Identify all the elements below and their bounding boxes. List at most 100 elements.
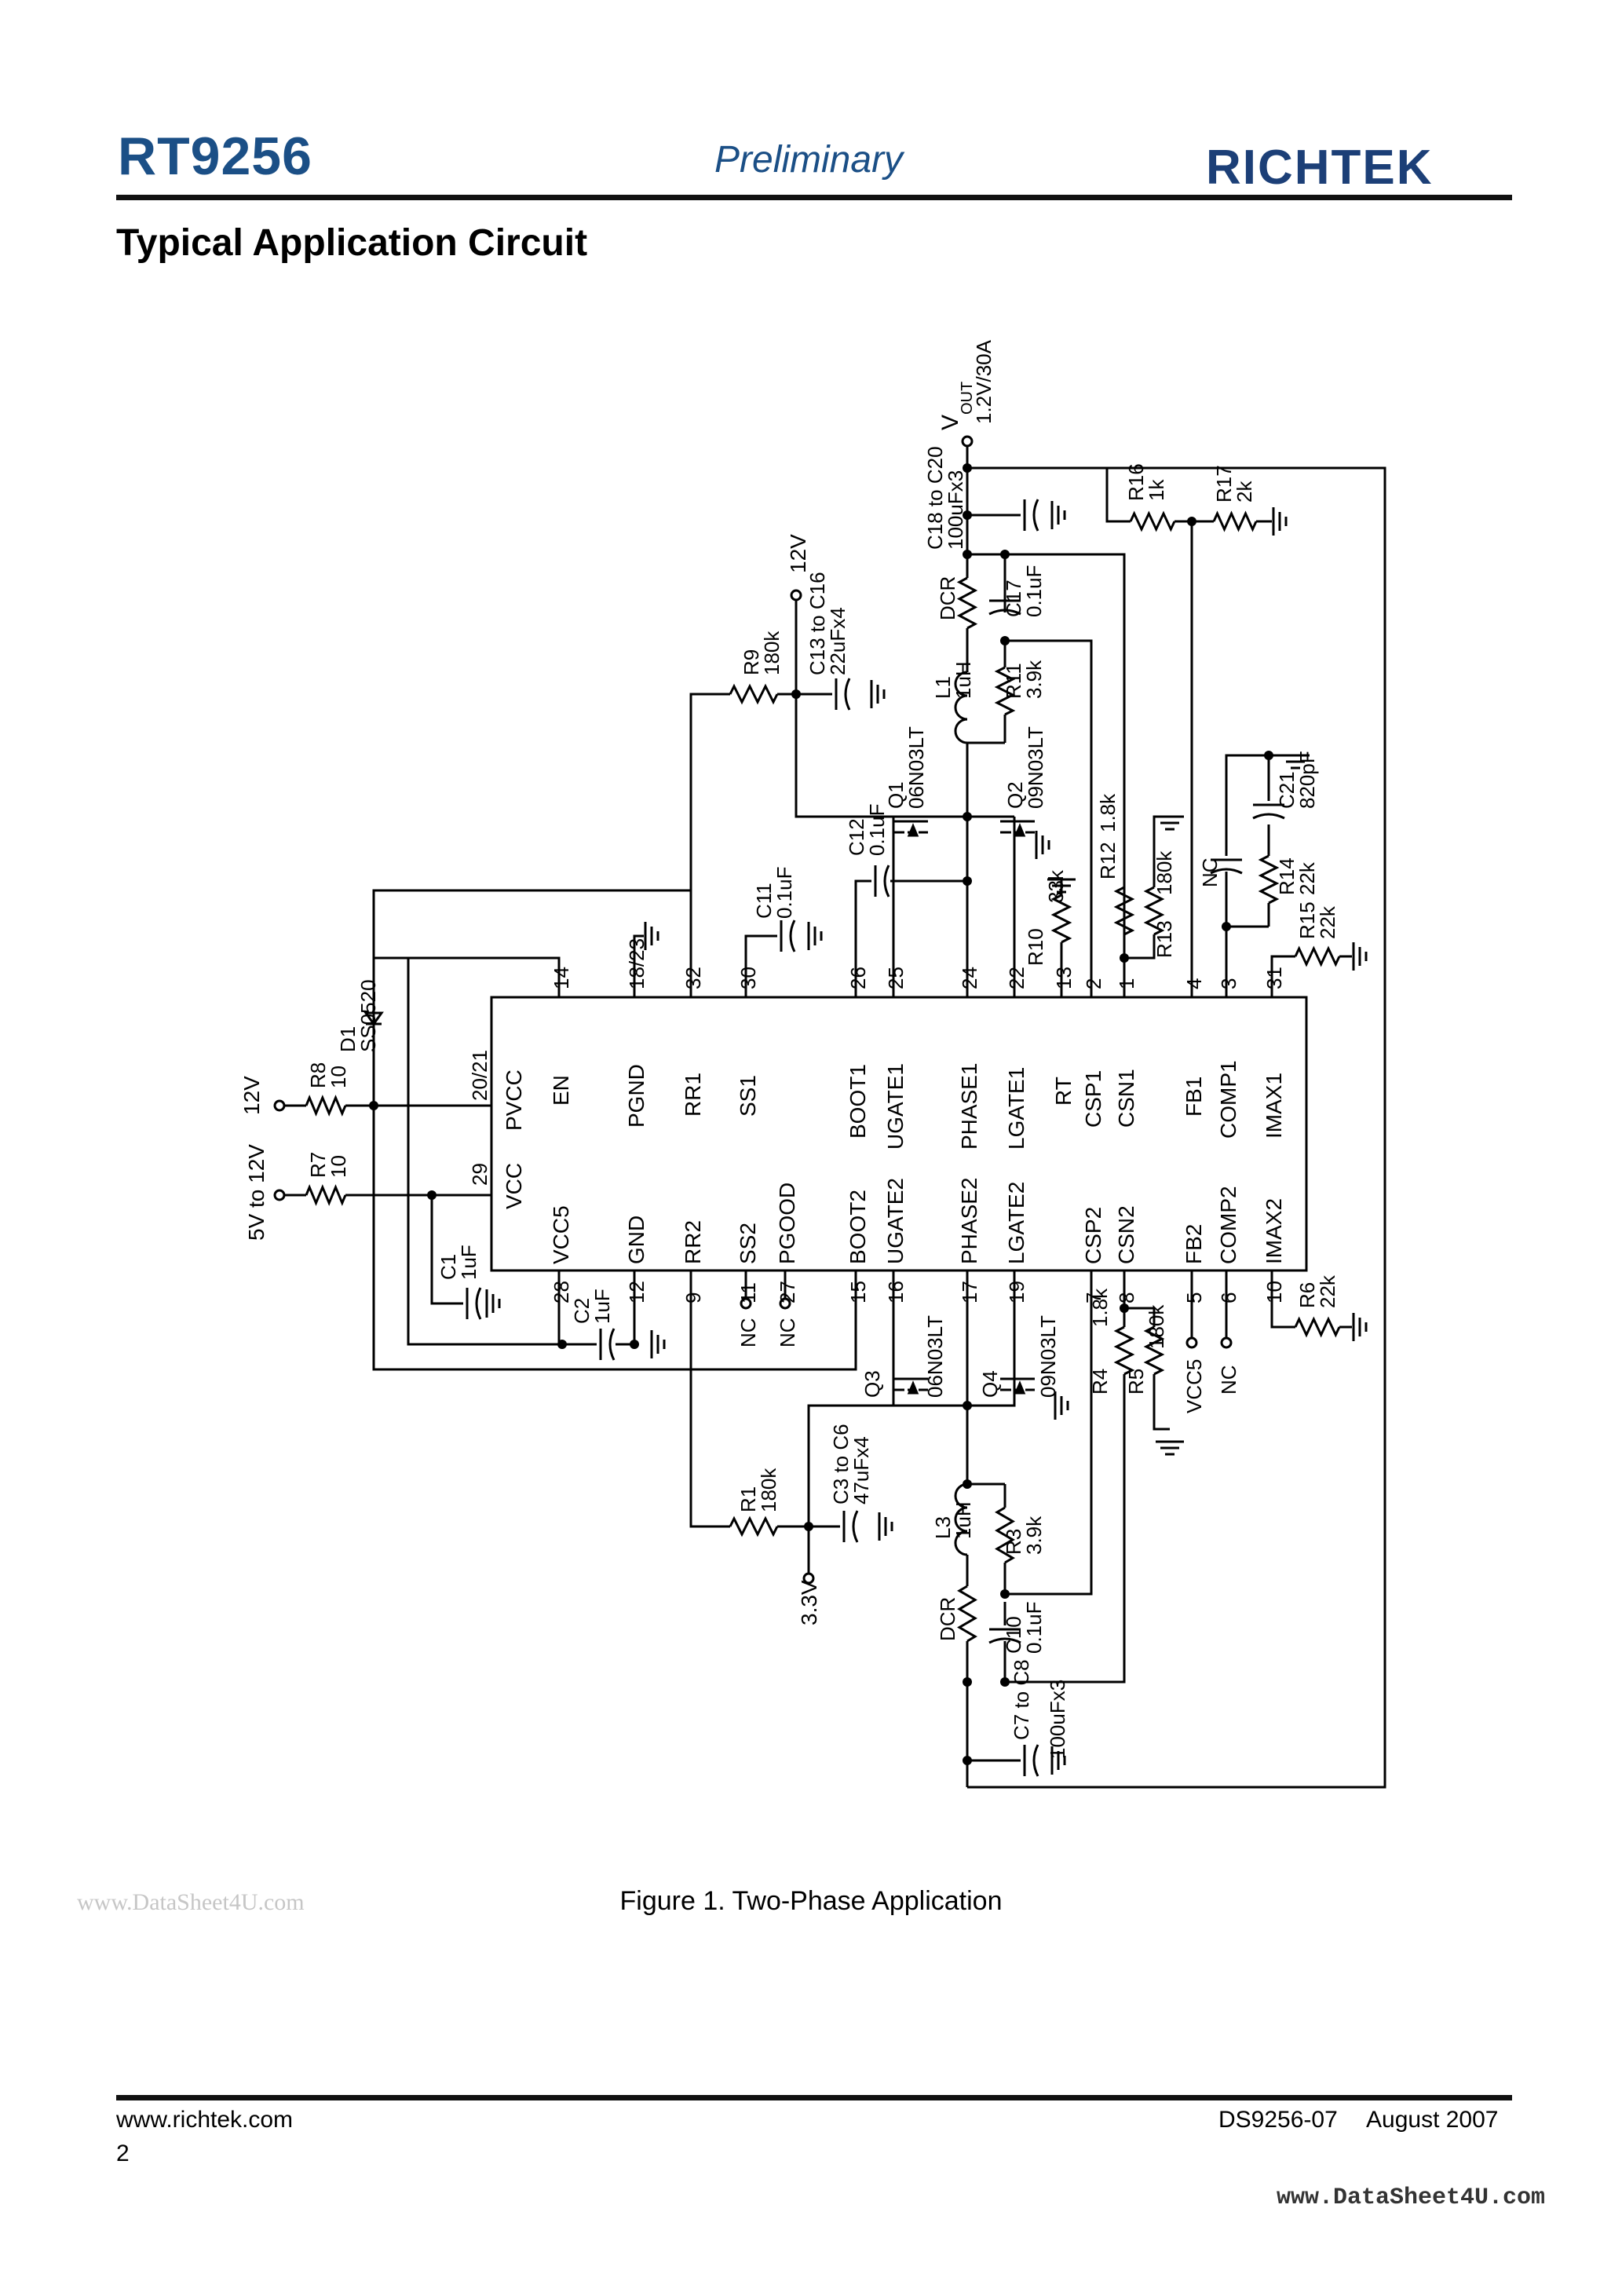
part-ref: DCR [936, 1597, 959, 1641]
pin-name-top: RR1 [681, 1073, 705, 1117]
pin-number-bottom: 8 [1115, 1292, 1138, 1303]
wire [795, 600, 893, 818]
wire [854, 879, 871, 997]
part-ref: NC [736, 1318, 760, 1347]
pin-number-top: 2 [1082, 978, 1105, 989]
mosfet-arrow [1014, 1380, 1026, 1395]
wire [689, 693, 730, 997]
capacitor-plate [1032, 499, 1039, 532]
part-ref: R1 [736, 1486, 760, 1512]
part-ref: C2 [570, 1298, 594, 1324]
pin-number-bottom: 28 [550, 1281, 573, 1303]
pin-number-bottom: 9 [681, 1292, 705, 1303]
part-value: 3.9k [1022, 1515, 1046, 1555]
part-ref: C10 [1002, 1616, 1025, 1654]
part-value: 180k [1153, 850, 1176, 895]
section-title: Typical Application Circuit [116, 222, 588, 264]
pin-name-top: BOOT1 [846, 1064, 870, 1139]
pin-name-top: PHASE1 [957, 1063, 981, 1150]
part-ref: R8 [306, 1062, 330, 1088]
part-value: 1uF [590, 1289, 614, 1324]
terminal [1220, 1336, 1233, 1349]
part-ref: R9 [740, 649, 763, 675]
junction-dot [963, 1677, 972, 1687]
junction-dot [630, 1340, 639, 1349]
part-ref: R17 [1212, 465, 1236, 503]
part-ref: Q3 [860, 1370, 884, 1398]
wire [893, 1270, 1016, 1407]
wire [1005, 1374, 1126, 1684]
resistor [957, 1585, 977, 1643]
part-ref: R11 [1002, 663, 1025, 699]
pin-name-top: SS1 [736, 1075, 760, 1117]
resistor [1294, 1316, 1341, 1338]
junction-dot [1120, 953, 1129, 963]
terminal [273, 1099, 286, 1112]
part-ref: L1 [931, 676, 955, 699]
part-value: 820pF [1295, 751, 1319, 809]
part-ref: C18 to C20 [923, 446, 947, 550]
resistor [1113, 886, 1135, 936]
part-value: 0.1uF [1022, 1602, 1046, 1654]
pin-name-top: UGATE1 [883, 1063, 908, 1150]
part-value: 09N03LT [1036, 1315, 1060, 1398]
header-rule [116, 195, 1512, 200]
part-ref: R16 [1124, 463, 1148, 501]
pin-number-bottom: 17 [958, 1281, 981, 1303]
part-value: 1uH [952, 661, 975, 699]
pin-name-bottom: RR2 [681, 1220, 705, 1264]
part-ref: NC [1198, 857, 1222, 887]
pin-number-bottom: 16 [884, 1281, 908, 1303]
resistor [1258, 854, 1280, 905]
pin-number-bottom: 12 [625, 1281, 648, 1303]
wire [1270, 1270, 1295, 1329]
resistor [305, 1184, 347, 1206]
pin-name-bottom: PHASE2 [957, 1178, 981, 1265]
pin-number-top: 30 [736, 967, 760, 989]
vout-sub: OUT [959, 382, 976, 415]
part-value: 180k [760, 631, 784, 675]
pin-name-top: RT [1051, 1077, 1076, 1106]
capacitor-plate [608, 1328, 616, 1361]
pin-name-top: LGATE1 [1004, 1067, 1028, 1150]
part-ref: DCR [936, 576, 959, 620]
resistor [1113, 1325, 1135, 1376]
wire [1005, 639, 1093, 997]
pin-number-top: 1 [1115, 978, 1138, 989]
resistor [1143, 1325, 1165, 1376]
pin-name-top: IMAX1 [1262, 1073, 1286, 1139]
capacitor-plate [1252, 813, 1285, 820]
part-value: 22uFx4 [826, 607, 849, 675]
pin-number-top: 22 [1005, 967, 1028, 989]
wire [1005, 1270, 1093, 1596]
part-ref: R7 [306, 1152, 330, 1178]
mosfet-arrow [1014, 823, 1026, 837]
part-ref: R6 [1295, 1282, 1319, 1308]
part-value: 22k [1295, 861, 1319, 895]
wire [1225, 754, 1269, 856]
wire [430, 1195, 463, 1305]
part-value: 06N03LT [904, 726, 928, 809]
resistor [1129, 510, 1176, 532]
part-ref: R3 [1002, 1529, 1025, 1555]
part-value: 06N03LT [923, 1315, 947, 1398]
part-ref: R12 [1096, 842, 1120, 879]
footer-url: www.richtek.com [116, 2107, 294, 2133]
wire [744, 934, 777, 997]
pin-name-top: CSP1 [1081, 1070, 1105, 1128]
pin-number-left: 29 [468, 1163, 491, 1186]
pin-number-bottom: 27 [776, 1281, 799, 1303]
pin-number-top: 24 [958, 967, 981, 989]
pin-number-bottom: 7 [1082, 1292, 1105, 1303]
resistor [994, 666, 1016, 716]
resistor [1212, 510, 1258, 532]
pin-name-bottom: VCC5 [549, 1205, 573, 1264]
part-ref: C12 [845, 818, 868, 856]
part-ref: NC [776, 1318, 799, 1347]
pin-number-top: 3 [1217, 978, 1240, 989]
pin-number-top: 18/23 [625, 938, 648, 989]
wire [689, 1270, 730, 1528]
part-value: 0.1uF [865, 804, 889, 857]
part-ref: C21 [1275, 771, 1299, 809]
